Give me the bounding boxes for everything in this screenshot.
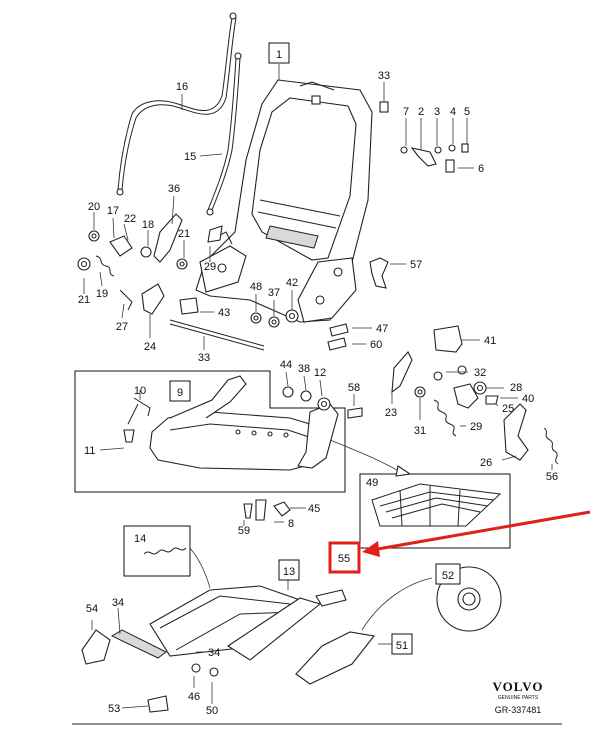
callout-45: 45 [308,503,320,515]
callout-41: 41 [484,335,496,347]
callout-40: 40 [522,393,534,405]
callout-46: 46 [188,691,200,703]
callout-25: 25 [502,403,514,415]
callout-box-1 [268,42,290,64]
callout-55: 55 [338,553,350,565]
highlight-box-55 [328,541,361,574]
callout-21-right: 21 [178,228,190,240]
callout-49: 49 [366,477,378,489]
callout-51: 51 [396,640,408,652]
callout-4: 4 [450,106,456,118]
callout-7: 7 [403,106,409,118]
callout-38: 38 [298,363,310,375]
cover-55 [315,589,347,607]
middle-hardware [243,101,389,521]
right-hardware [391,143,559,465]
callout-10: 10 [134,385,146,397]
callout-52: 52 [442,570,454,582]
callout-47: 47 [376,323,388,335]
callout-33-bottom: 33 [198,352,210,364]
cable-15 [206,52,242,216]
callout-31: 31 [414,425,426,437]
backrest-frame [195,79,373,323]
left-hardware [77,213,265,351]
callout-54: 54 [86,603,98,615]
callout-44: 44 [280,359,292,371]
callout-57: 57 [410,259,422,271]
callout-18: 18 [142,219,154,231]
callout-22: 22 [124,213,136,225]
callout-6: 6 [478,163,484,175]
callout-24: 24 [144,341,156,353]
callout-labels: 1 2 3 4 5 6 7 8 9 10 11 12 13 14 15 16 1… [78,49,558,717]
seat-rail-group [81,525,322,677]
callout-56: 56 [546,471,558,483]
callout-1: 1 [276,49,282,61]
leader-lines [83,64,553,709]
callout-58: 58 [348,382,360,394]
callout-36: 36 [168,183,180,195]
callout-33-top: 33 [378,70,390,82]
figure-number: GR-337481 [495,705,542,715]
trim-panel-51 [295,631,376,685]
callout-21-left: 21 [78,294,90,306]
callout-9: 9 [177,387,183,399]
callout-32: 32 [474,367,486,379]
callout-14: 14 [134,533,146,545]
brand-tagline: GENUINE PARTS [498,695,539,701]
callout-box-51 [391,633,413,655]
callout-19: 19 [96,288,108,300]
callout-60: 60 [370,339,382,351]
leader-52 [361,577,433,631]
seat-cushion-group [74,370,346,493]
callout-42: 42 [286,277,298,289]
callout-box-52 [435,563,461,585]
callout-29-right: 29 [470,421,482,433]
callout-15: 15 [184,151,196,163]
callout-box-9 [169,380,191,402]
callout-13: 13 [283,566,295,578]
callout-3: 3 [434,106,440,118]
spring-mat-group [359,473,511,549]
callout-11: 11 [84,445,95,457]
callout-59: 59 [238,525,250,537]
callout-53: 53 [108,703,120,715]
highlight-arrowhead [362,541,380,557]
callout-34-right: 34 [208,647,220,659]
callout-12: 12 [314,367,326,379]
callout-20: 20 [88,201,100,213]
cap-53 [147,695,169,713]
highlight-arrow-line [371,510,591,552]
callout-2: 2 [418,106,424,118]
callout-29-left: 29 [204,261,216,273]
callout-box-13 [278,559,300,581]
callout-8: 8 [288,518,294,530]
callout-43: 43 [218,307,230,319]
callout-27: 27 [116,321,128,333]
callout-5: 5 [464,106,470,118]
callout-23: 23 [385,407,397,419]
callout-28: 28 [510,382,522,394]
callout-26: 26 [480,457,492,469]
arrowhead-49 [395,465,412,477]
callout-50: 50 [206,705,218,717]
cable-16 [116,12,237,196]
callout-17: 17 [107,205,119,217]
callout-37: 37 [268,287,280,299]
brand-logo: VOLVO [493,679,544,694]
callout-16: 16 [176,81,188,93]
callout-48: 48 [250,281,262,293]
callout-34-left: 34 [112,597,124,609]
